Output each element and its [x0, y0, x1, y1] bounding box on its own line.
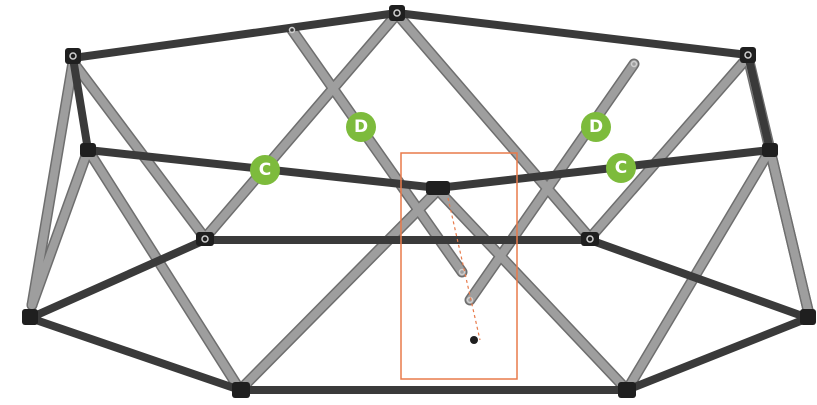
light-poles: [26, 8, 814, 396]
connector-rings: [69, 9, 752, 304]
badge-c-right: C: [606, 153, 636, 183]
badge-d-left-label: D: [354, 117, 368, 137]
badge-d-right: D: [581, 112, 611, 142]
badge-d-right-label: D: [589, 117, 603, 137]
highlight-box: [400, 152, 518, 380]
badge-c-right-label: C: [615, 158, 627, 178]
dark-poles: [26, 9, 812, 394]
badge-c-left-label: C: [259, 160, 271, 180]
badge-d-left: D: [346, 112, 376, 142]
connectors: [22, 5, 816, 398]
guide-line: [447, 197, 481, 341]
badge-c-left: C: [250, 155, 280, 185]
